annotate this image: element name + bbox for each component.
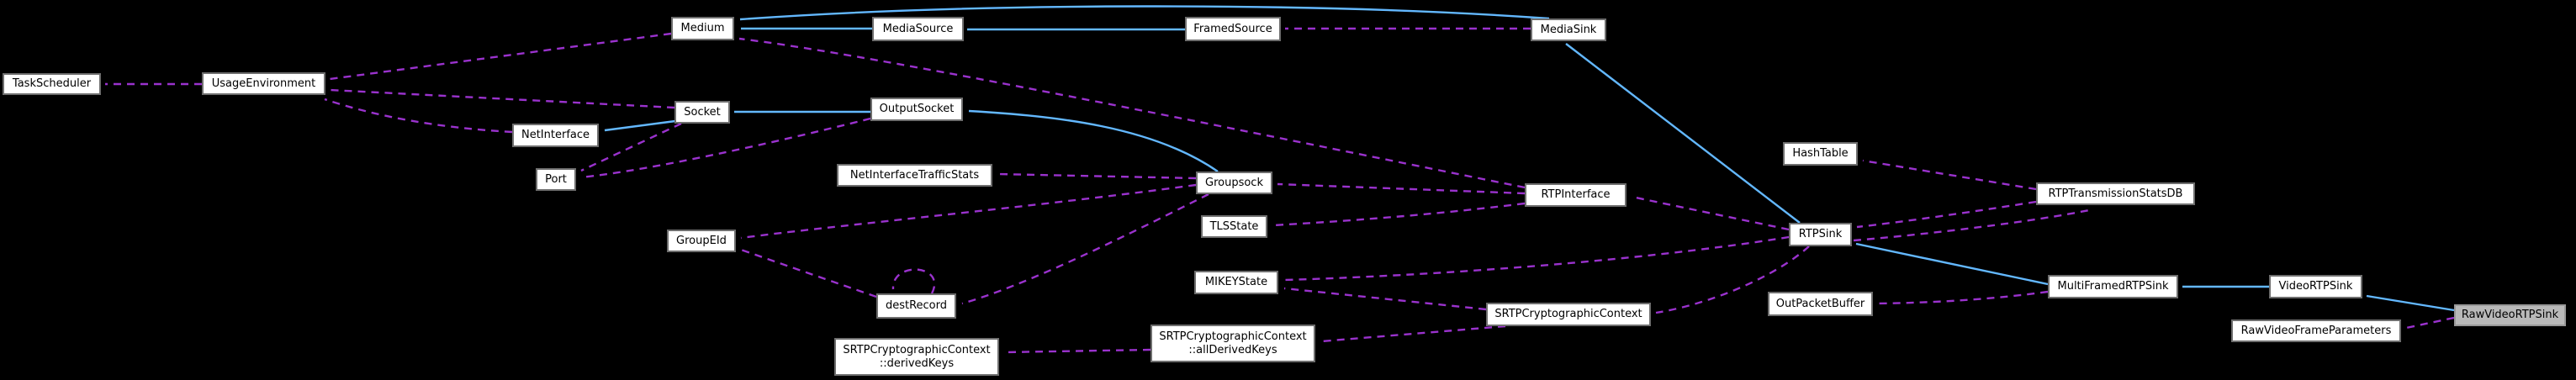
node-destrecord[interactable]: destRecord — [876, 293, 956, 319]
edge-allderivedkeys-derivedkeys — [1003, 348, 1151, 354]
node-videortpsink[interactable]: VideoRTPSink — [2269, 275, 2362, 298]
node-srtpcryptographiccontext-allderivedkeys[interactable]: SRTPCryptographicContext::allDerivedKeys — [1150, 325, 1315, 362]
edge-socket-usageenvironment — [329, 88, 675, 109]
node-outpacketbuffer[interactable]: OutPacketBuffer — [1768, 292, 1873, 316]
node-mediasink[interactable]: MediaSink — [1531, 18, 1606, 41]
edge-groupsock-netinterfacetrafficstats — [997, 172, 1197, 180]
node-hashtable[interactable]: HashTable — [1783, 142, 1858, 166]
edge-multiframedrtpsink-outpacketbuffer — [1877, 290, 2049, 305]
edge-rtpsink-mikeystate — [1283, 235, 1790, 282]
edge-rtpsink-srtpcryptographiccontext — [1655, 245, 1810, 314]
node-rawvideortpsink[interactable]: RawVideoRTPSink — [2454, 304, 2566, 326]
edge-rtptransmissionstatsdb-rtpsink — [1856, 200, 2037, 229]
edge-netinterface-usageenvironment — [324, 98, 513, 134]
edge-groupsock-groupeid — [740, 183, 1197, 240]
edge-rawvideortpsink-rawvideoframeparameters — [2405, 316, 2455, 330]
edge-socket-port — [580, 122, 682, 172]
node-port[interactable]: Port — [536, 168, 576, 191]
node-tlsstate[interactable]: TLSState — [1201, 215, 1267, 238]
node-netinterface[interactable]: NetInterface — [512, 124, 599, 147]
edge-rtptransmissionstatsdb-hashtable — [1862, 159, 2037, 191]
edge-srtpcryptographiccontext-mikeystate — [1283, 287, 1487, 311]
node-srtpcryptographiccontext-derivedkeys[interactable]: SRTPCryptographicContext::derivedKeys — [834, 338, 999, 376]
edge-rtpinterface-tlsstate — [1272, 202, 1526, 227]
node-groupeid[interactable]: GroupEId — [667, 230, 736, 252]
edge-rtpinterface-medium — [738, 37, 1526, 189]
node-rtptransmissionstatsdb[interactable]: RTPTransmissionStatsDB — [2036, 182, 2195, 205]
edge-destrecord-groupeid — [740, 248, 877, 298]
edge-outputsocket-port — [580, 117, 871, 179]
node-mediasource[interactable]: MediaSource — [872, 17, 964, 41]
node-framedsource[interactable]: FramedSource — [1185, 17, 1281, 41]
edge-rawvideortpsink-videortpsink — [2366, 294, 2455, 312]
edge-destrecord-self — [891, 268, 936, 294]
edge-groupsock-outputsocket — [968, 109, 1219, 172]
node-netinterfacetrafficstats[interactable]: NetInterfaceTrafficStats — [837, 164, 992, 187]
node-rawvideoframeparameters[interactable]: RawVideoFrameParameters — [2231, 319, 2401, 342]
edge-mediasink-medium — [739, 5, 1550, 21]
edge-rtpsink-mediasink — [1565, 43, 1801, 224]
edge-rtpsink-rtpinterface — [1631, 195, 1790, 231]
edge-multiframedrtpsink-rtpsink — [1855, 242, 2049, 286]
node-medium[interactable]: Medium — [671, 17, 734, 40]
edge-socket-netinterface — [604, 119, 676, 132]
node-taskscheduler[interactable]: TaskScheduler — [3, 73, 101, 95]
edge-medium-usageenvironment — [329, 32, 672, 81]
edge-rtpsink-rtptransmissionstatsdb — [1853, 208, 2090, 242]
node-mikeystate[interactable]: MIKEYState — [1194, 271, 1278, 294]
edge-groupsock-destrecord — [961, 193, 1209, 305]
edge-srtpcryptographiccontext-allderivedkeys — [1320, 325, 1506, 343]
node-groupsock[interactable]: Groupsock — [1196, 172, 1272, 194]
node-outputsocket[interactable]: OutputSocket — [870, 98, 963, 121]
node-socket[interactable]: Socket — [674, 101, 730, 124]
node-multiframedrtpsink[interactable]: MultiFramedRTPSink — [2048, 275, 2178, 298]
node-rtpsink[interactable]: RTPSink — [1789, 223, 1852, 246]
node-usageenvironment[interactable]: UsageEnvironment — [202, 72, 325, 95]
node-rtpinterface[interactable]: RTPInterface — [1525, 183, 1627, 207]
node-srtpcryptographiccontext[interactable]: SRTPCryptographicContext — [1486, 303, 1651, 326]
edge-rtpinterface-groupsock — [1277, 182, 1526, 195]
